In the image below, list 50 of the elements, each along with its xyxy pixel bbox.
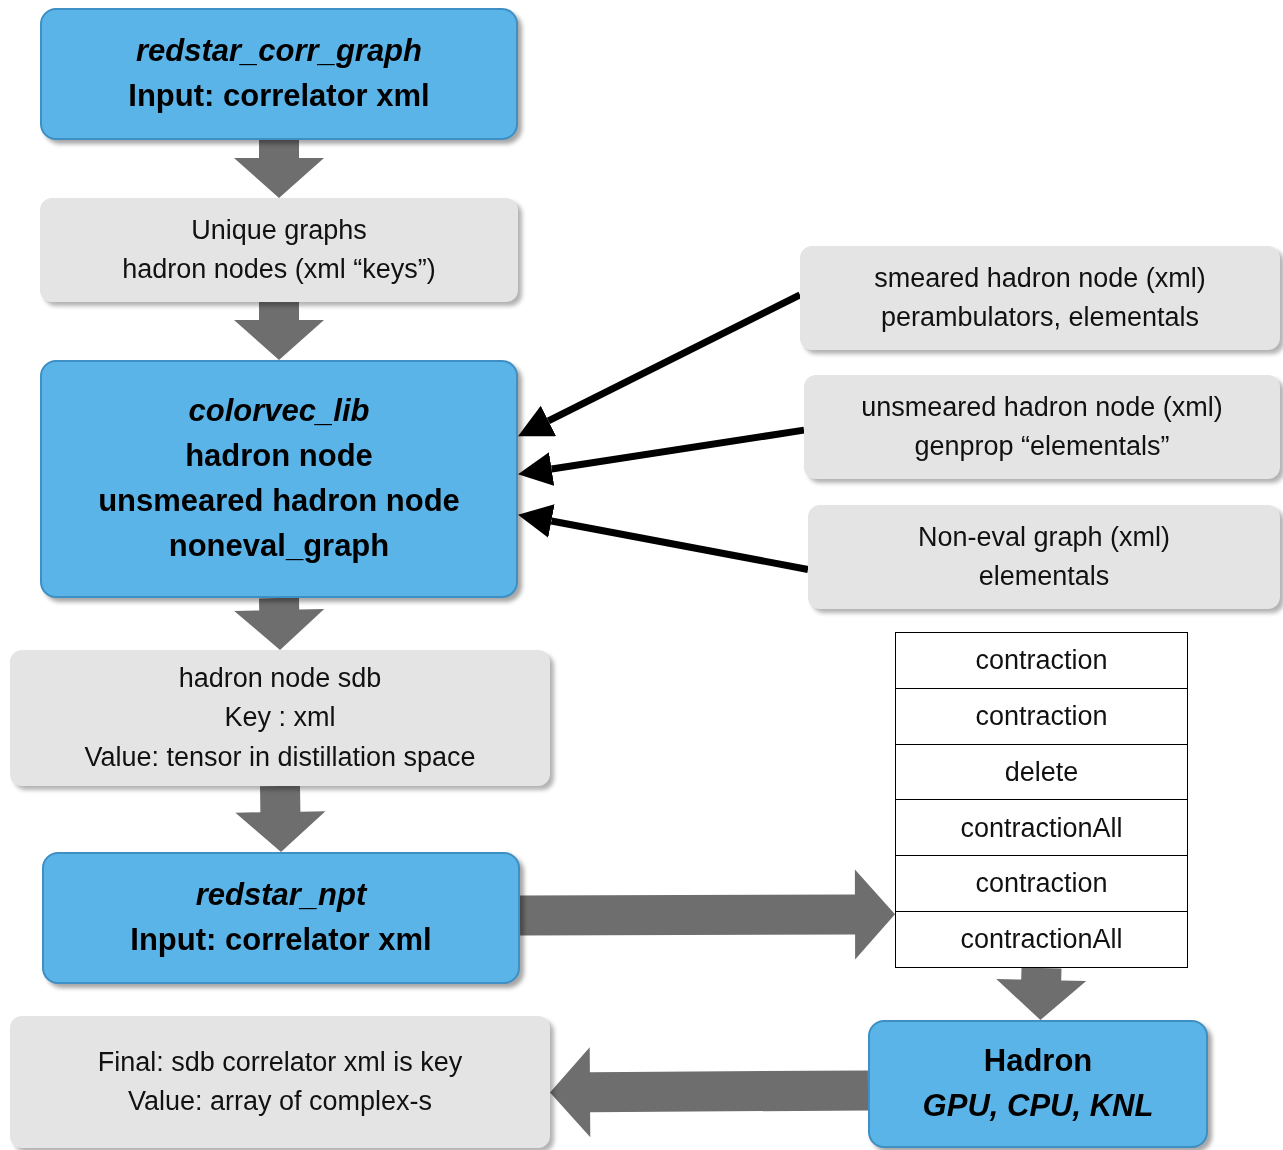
box-text: Key : xml [224, 701, 336, 735]
table-row: contraction [896, 633, 1187, 689]
block-arrow [234, 597, 325, 650]
block-arrow [996, 967, 1087, 1020]
box-text: redstar_corr_graph [136, 32, 422, 71]
data-box [808, 505, 1280, 609]
data-box [40, 198, 518, 302]
arrow [518, 291, 802, 437]
data-box [10, 1016, 550, 1148]
box-text: Input: correlator xml [128, 77, 430, 115]
block-arrow [234, 140, 324, 198]
table-row: delete [896, 744, 1187, 801]
box-text: Value: array of complex-s [127, 1085, 433, 1118]
program-box [40, 8, 518, 140]
box-text: hadron node sdb [178, 662, 382, 696]
box-text: unsmeared hadron node [98, 482, 460, 520]
table-row: contraction [896, 688, 1187, 745]
box-text: Hadron [983, 1042, 1093, 1081]
box-text: Value: tensor in distillation space [84, 740, 476, 774]
box-text: hadron node [185, 437, 373, 476]
box-text: smeared hadron node (xml) [874, 261, 1206, 295]
arrow [518, 426, 805, 486]
block-arrow [235, 785, 326, 852]
block-arrow [550, 1047, 869, 1138]
box-text: Final: sdb correlator xml is key [97, 1045, 463, 1079]
arrow [518, 504, 809, 573]
table-row-text: contractionAll [959, 923, 1124, 957]
box-text: Unique graphs [191, 213, 367, 247]
box-text: redstar_npt [195, 876, 367, 915]
box-text: GPU, CPU, KNL [922, 1087, 1154, 1125]
box-text: unsmeared hadron node (xml) [861, 390, 1223, 424]
table-row: contractionAll [896, 800, 1187, 857]
box-text: hadron nodes (xml “keys”) [122, 253, 436, 286]
operation-table [895, 632, 1188, 968]
block-arrow [234, 302, 324, 360]
data-box [800, 246, 1280, 350]
block-arrow [519, 869, 895, 960]
box-text: perambulators, elementals [880, 301, 1200, 334]
box-text: elementals [978, 560, 1110, 593]
box-text: genprop “elementals” [914, 430, 1170, 463]
data-box [10, 650, 550, 786]
program-box [42, 852, 520, 984]
box-text: Input: correlator xml [130, 921, 432, 959]
box-text: colorvec_lib [188, 392, 370, 431]
table-row: contraction [896, 856, 1187, 913]
box-text: noneval_graph [168, 526, 390, 565]
box-text: Non-eval graph (xml) [917, 520, 1171, 554]
program-box [868, 1020, 1208, 1148]
program-box [40, 360, 518, 598]
data-box [804, 375, 1280, 479]
